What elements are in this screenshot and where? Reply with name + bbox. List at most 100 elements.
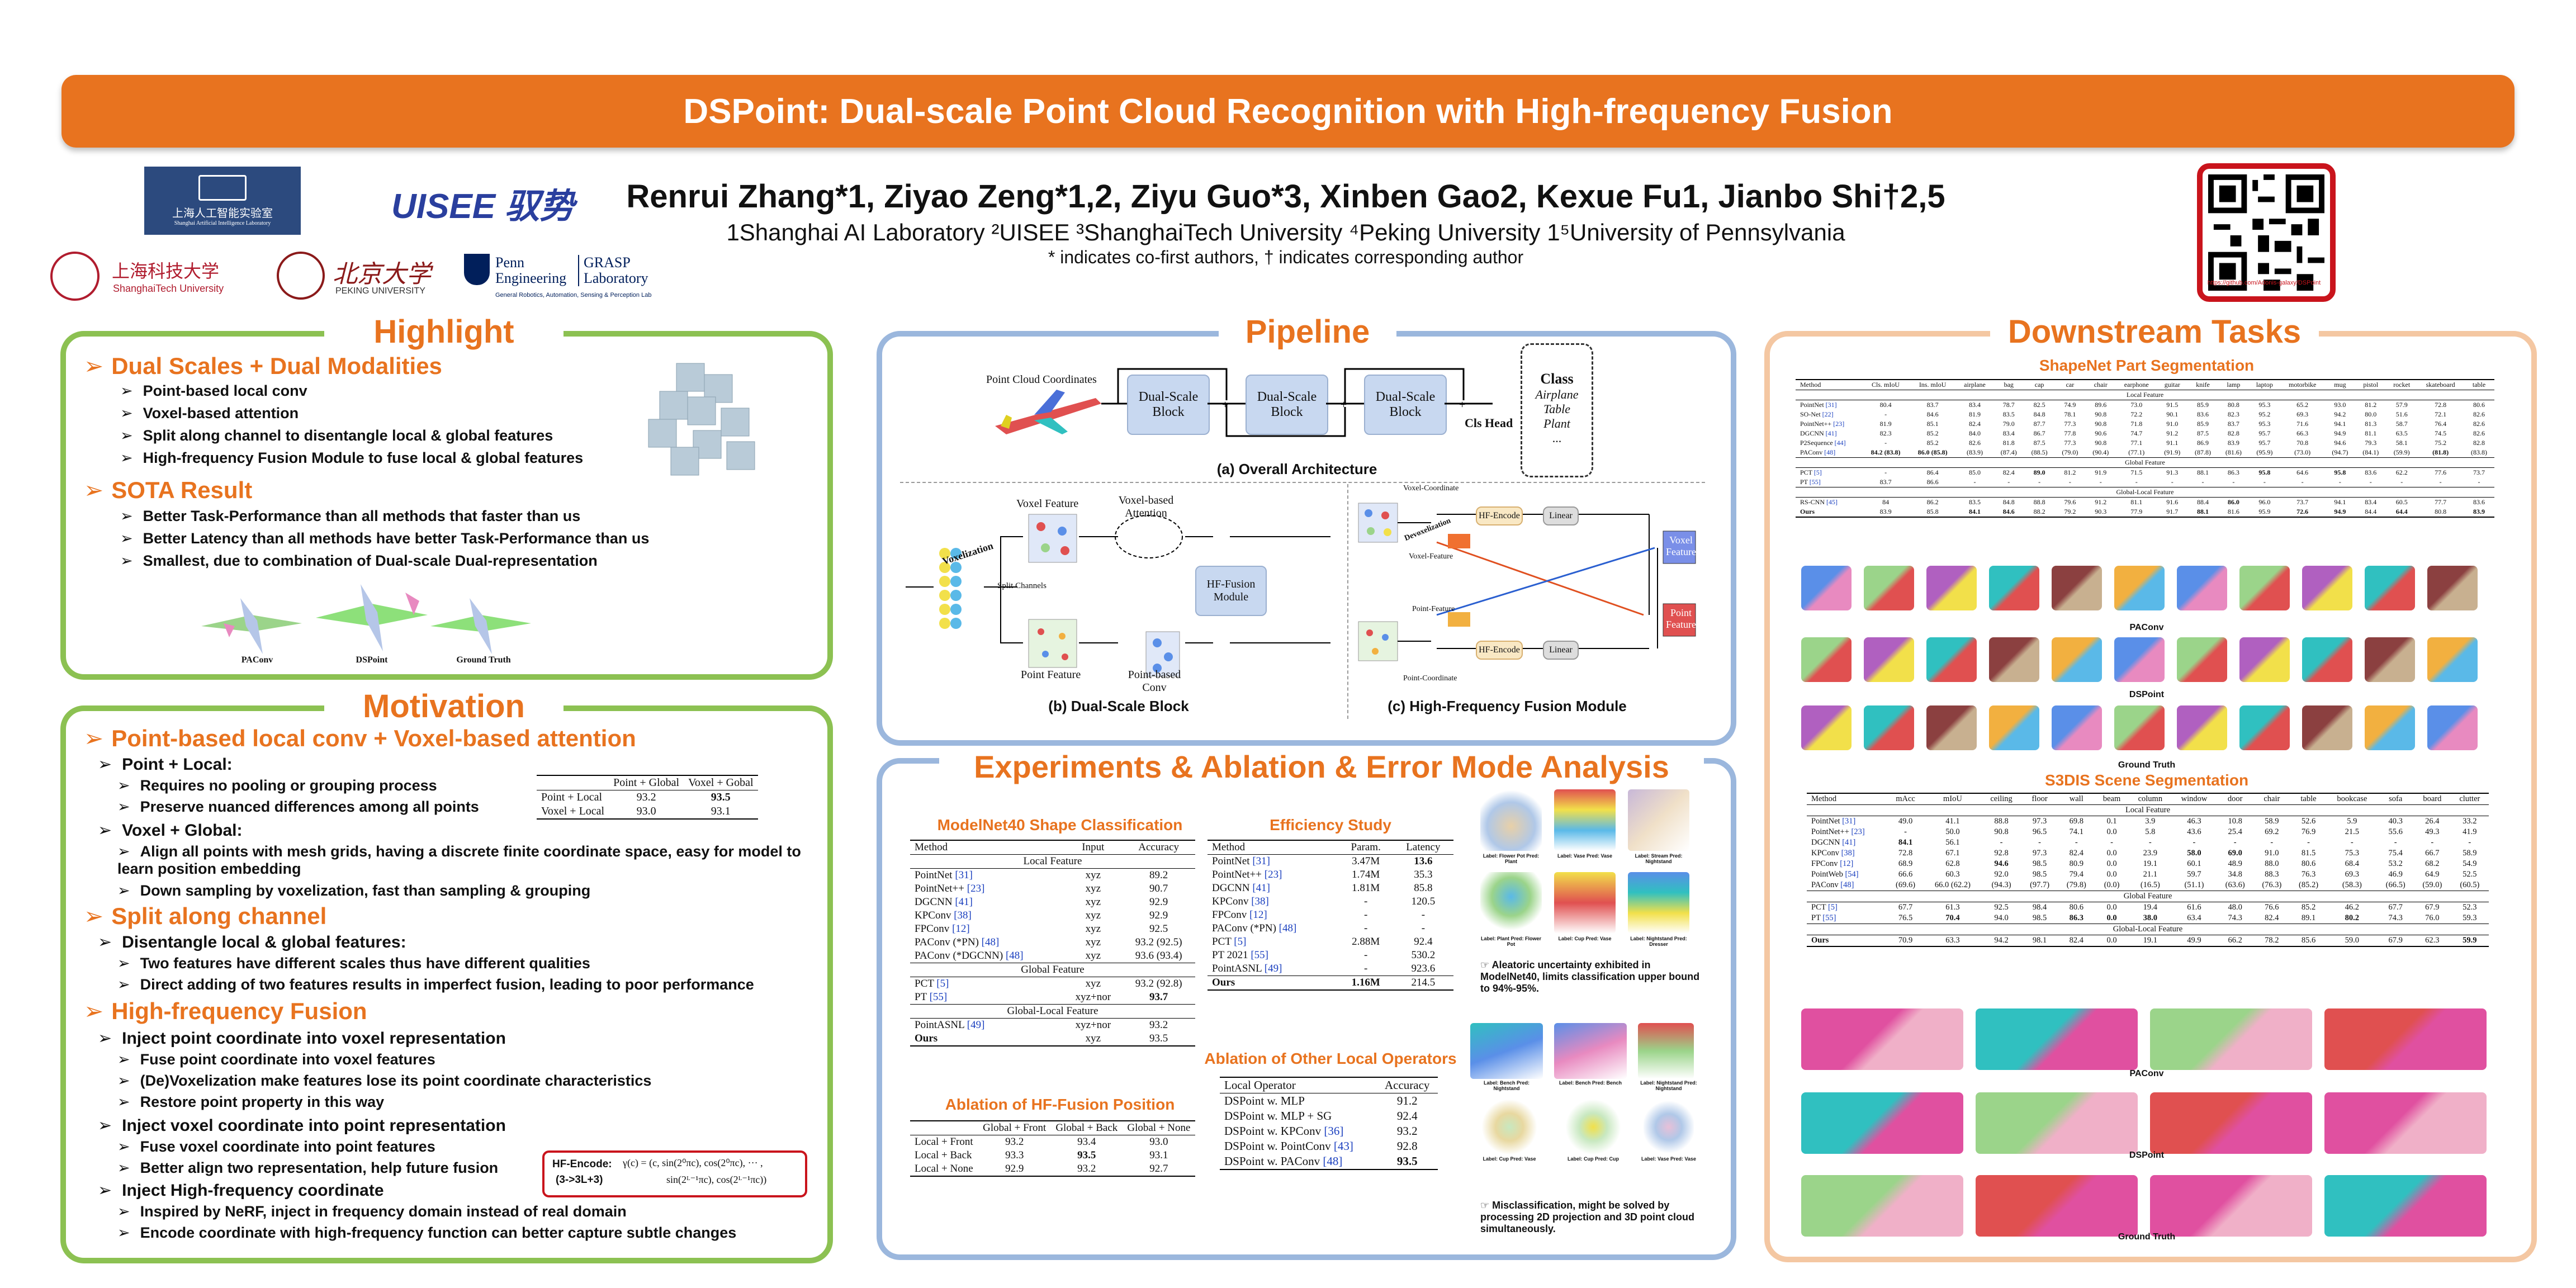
- table-cell: 80.8: [2417, 507, 2464, 518]
- citation[interactable]: [5]: [1827, 903, 1838, 912]
- table-cell: PCT [5]: [1800, 468, 1822, 476]
- table-cell: 90.6: [2095, 429, 2107, 437]
- table-cell: 57.9: [2395, 401, 2408, 409]
- table-cell: 88.2: [2024, 507, 2055, 518]
- col-header: bag: [1993, 379, 2024, 390]
- table-cell: 0.0: [2106, 913, 2117, 922]
- table-cell: 80.2: [2345, 913, 2360, 922]
- citation[interactable]: [38]: [1841, 849, 1855, 858]
- table-cell: -: [1884, 410, 1887, 418]
- table-cell: 77.8: [2064, 429, 2076, 437]
- table-cell: 83.6: [2197, 410, 2209, 418]
- table-cell: -: [2110, 838, 2113, 847]
- citation[interactable]: [45]: [1826, 498, 1838, 506]
- citation[interactable]: [5]: [1813, 468, 1822, 476]
- col-header: window: [2171, 793, 2217, 805]
- citation[interactable]: [55]: [1822, 913, 1836, 922]
- table-cell: 84.0: [1969, 429, 1981, 437]
- col-header: table: [2464, 379, 2494, 390]
- citation[interactable]: [49]: [967, 1019, 985, 1031]
- table-cell: 89.1: [2301, 913, 2316, 922]
- table-cell: (91.9): [2164, 448, 2181, 456]
- citation[interactable]: [12]: [952, 923, 970, 935]
- table-cell: -: [2431, 838, 2434, 847]
- col-header: cap: [2024, 379, 2055, 390]
- citation[interactable]: [12]: [1249, 909, 1267, 921]
- table-cell: 80.0: [2365, 410, 2377, 418]
- citation[interactable]: [48]: [1323, 1154, 1343, 1168]
- table-cell: 92.8: [1994, 849, 2009, 858]
- citation[interactable]: [31]: [955, 869, 973, 881]
- citation[interactable]: [36]: [1324, 1124, 1344, 1138]
- citation[interactable]: [48]: [1278, 922, 1297, 934]
- table-cell: 83.9: [2464, 507, 2494, 518]
- citation[interactable]: [48]: [1840, 880, 1854, 889]
- table-cell: 84.4: [2355, 507, 2386, 518]
- svg-text:+: +: [1222, 399, 1228, 411]
- err-thumb-7: [1470, 1023, 1543, 1079]
- table-cell: 94.1: [2334, 498, 2346, 506]
- citation[interactable]: [41]: [1842, 838, 1856, 847]
- citation[interactable]: [41]: [1252, 882, 1270, 894]
- citation[interactable]: [23]: [967, 883, 985, 894]
- table-cell: 95.3: [2258, 420, 2271, 428]
- table-cell: 91.5: [2166, 401, 2179, 409]
- citation[interactable]: [43]: [1333, 1139, 1353, 1153]
- citation[interactable]: [31]: [1842, 817, 1856, 826]
- citation[interactable]: [22]: [1822, 410, 1834, 418]
- citation[interactable]: [23]: [1833, 420, 1845, 428]
- table-cell: 40.3: [2388, 817, 2403, 826]
- citation[interactable]: [55]: [929, 991, 948, 1003]
- citation[interactable]: [54]: [1845, 870, 1859, 879]
- citation[interactable]: [48]: [1824, 448, 1836, 456]
- table-cell: 46.9: [2388, 870, 2403, 879]
- table-cell: 69.3: [2345, 870, 2360, 879]
- col-header: mAcc: [1887, 793, 1924, 805]
- table-cell: 69.0: [2228, 849, 2242, 858]
- table-cell: 90.8: [2095, 439, 2107, 447]
- motivation-panel: [60, 705, 833, 1263]
- col-header: airplane: [1956, 379, 1993, 390]
- citation[interactable]: [5]: [936, 978, 949, 989]
- affiliations: 1Shanghai AI Laboratory ²UISEE ³Shanghai…: [726, 219, 1845, 245]
- table-cell: 61.3: [1945, 903, 1960, 912]
- citation[interactable]: [41]: [1825, 429, 1837, 437]
- table-cell: 10.8: [2228, 817, 2242, 826]
- table-cell: 85.1: [1926, 420, 1939, 428]
- table-cell: 49.9: [2171, 935, 2217, 947]
- citation[interactable]: [48]: [1005, 950, 1024, 962]
- col-header: mIoU: [1924, 793, 1982, 805]
- citation[interactable]: [12]: [1840, 859, 1854, 868]
- citation[interactable]: [5]: [1234, 936, 1247, 948]
- table-cell: 70.4: [1945, 913, 1960, 922]
- table-cell: 95.7: [2258, 429, 2271, 437]
- err-thumb-2: [1554, 789, 1616, 851]
- citation[interactable]: [55]: [1809, 478, 1821, 486]
- citation[interactable]: [41]: [955, 896, 973, 908]
- seg-thumb: [2177, 566, 2227, 610]
- table-cell: 56.1: [1945, 838, 1960, 847]
- qr-link[interactable]: https://github.com/Adonis-galaxy/DSPoint: [2207, 280, 2321, 286]
- table-cell: 89.6: [2095, 401, 2107, 409]
- citation[interactable]: [49]: [1264, 963, 1282, 974]
- citation[interactable]: [38]: [954, 910, 972, 921]
- citation[interactable]: [23]: [1851, 827, 1865, 836]
- citation[interactable]: [55]: [1251, 949, 1268, 961]
- citation[interactable]: [31]: [1825, 401, 1837, 409]
- label-gt: Ground Truth: [456, 655, 511, 665]
- qr-code[interactable]: [2197, 163, 2336, 302]
- highlight-title: Highlight: [324, 314, 564, 350]
- table-cell: 98.4: [2032, 903, 2047, 912]
- table-cell: 98.5: [2032, 859, 2047, 868]
- citation[interactable]: [23]: [1264, 869, 1282, 880]
- table-cell: 84.1: [1898, 838, 1913, 847]
- citation[interactable]: [31]: [1252, 855, 1270, 867]
- table-cell: 67.7: [2388, 903, 2403, 912]
- citation[interactable]: [38]: [1251, 896, 1269, 907]
- citation[interactable]: [48]: [981, 936, 1000, 948]
- citation[interactable]: [44]: [1834, 439, 1846, 447]
